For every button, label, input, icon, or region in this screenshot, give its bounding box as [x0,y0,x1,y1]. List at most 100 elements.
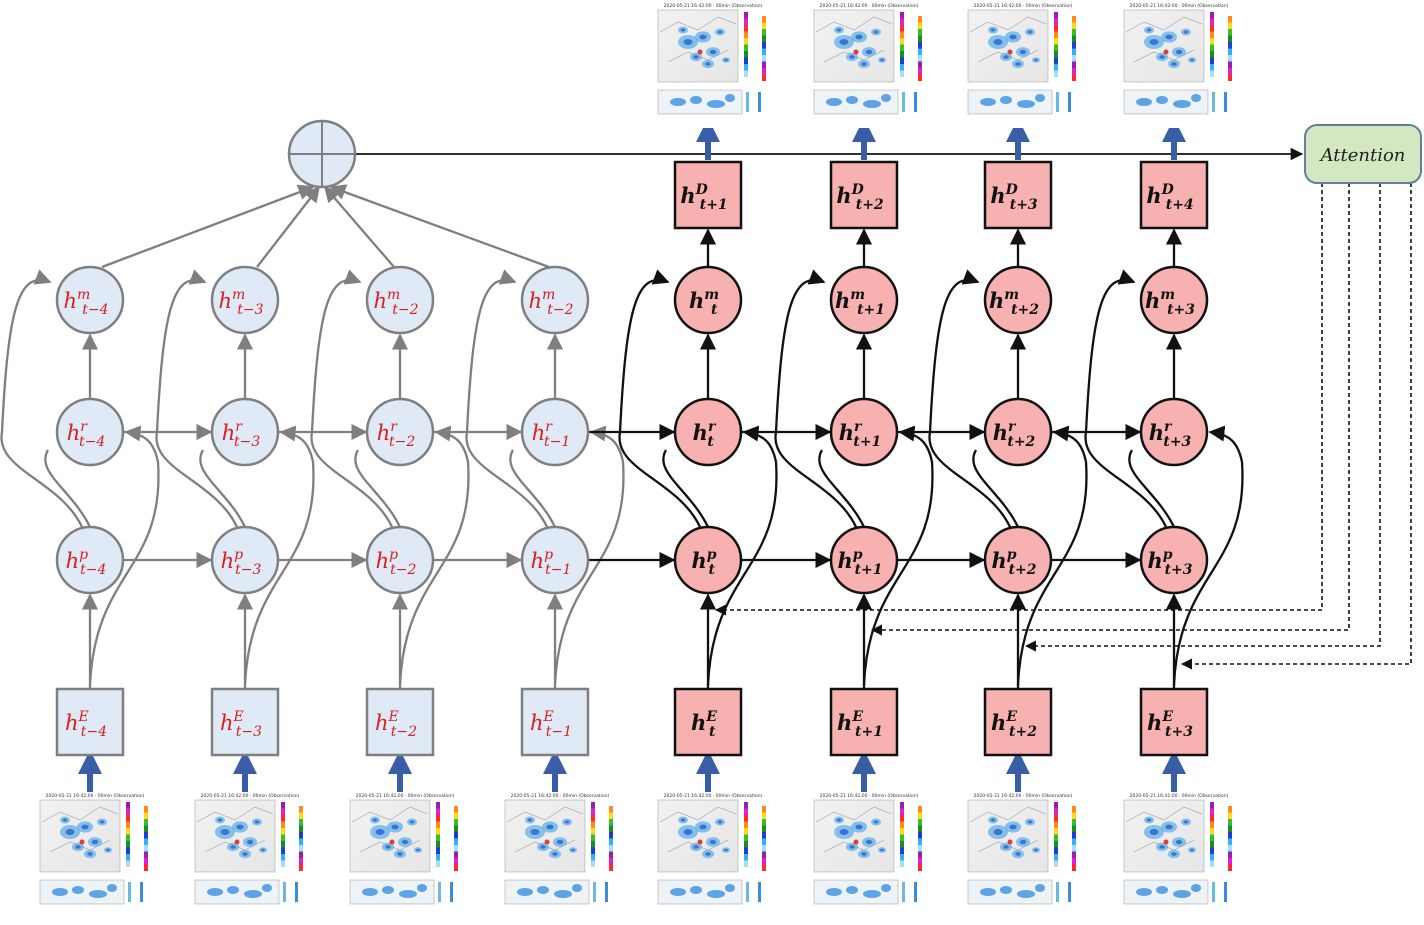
input-radar-image: 2020-05-21 16:42:00 · 00min (Observation… [185,792,323,918]
edge-m-to-sum [101,184,315,269]
future-r-node [1139,397,1209,467]
edge-p-to-r-link [818,449,866,528]
edge-m-to-sum [323,185,395,268]
edge-p-to-r-link [662,449,710,528]
past-r-node [365,397,435,467]
future-m-node [1139,265,1209,335]
output-radar-image: 2020-05-21 16:42:00 · 00min (Observation… [648,2,786,128]
edge-p-to-r-link [972,449,1020,528]
past-p-node [365,525,435,595]
future-r-node [829,397,899,467]
future-encoder-box [829,687,899,757]
future-p-node [1139,525,1209,595]
edges-layer [0,118,1412,795]
svg-text:2020-05-21 16:42:00 · 00min (O: 2020-05-21 16:42:00 · 00min (Observation… [664,3,763,9]
svg-text:2020-05-21 16:42:00 · 00min (O: 2020-05-21 16:42:00 · 00min (Observation… [820,3,919,9]
edge-e-to-r [1172,425,1244,686]
input-radar-image: 2020-05-21 16:42:00 · 00min (Observation… [495,792,633,918]
svg-text:2020-05-21 16:42:00 · 00min (O: 2020-05-21 16:42:00 · 00min (Observation… [356,793,455,799]
svg-text:2020-05-21 16:42:00 · 00min (O: 2020-05-21 16:42:00 · 00min (Observation… [201,793,300,799]
future-decoder-box [1139,160,1209,230]
past-encoder-box [55,687,125,757]
edge-p-to-r-link [44,449,92,528]
output-radar-image: 2020-05-21 16:42:00 · 00min (Observation… [804,2,942,128]
edge-e-to-r [88,425,160,686]
edge-e-to-r [398,425,470,686]
past-p-node [55,525,125,595]
edge-p-to-r-link [1128,449,1176,528]
edge-p-to-m-loop [465,269,549,528]
edge-p-to-m-loop [1084,269,1168,528]
past-encoder-box [210,687,280,757]
input-radar-image: 2020-05-21 16:42:00 · 00min (Observation… [30,792,168,918]
future-decoder-box [983,160,1053,230]
edge-p-to-m-loop [618,269,702,528]
svg-text:2020-05-21 16:42:00 · 00min (O: 2020-05-21 16:42:00 · 00min (Observation… [1130,793,1229,799]
svg-text:2020-05-21 16:42:00 · 00min (O: 2020-05-21 16:42:00 · 00min (Observation… [1130,3,1229,9]
future-p-node [983,525,1053,595]
output-radar-image: 2020-05-21 16:42:00 · 00min (Observation… [958,2,1096,128]
svg-text:2020-05-21 16:42:00 · 00min (O: 2020-05-21 16:42:00 · 00min (Observation… [974,3,1073,9]
edge-e-to-r [243,425,315,686]
future-r-node [983,397,1053,467]
svg-text:2020-05-21 16:42:00 · 00min (O: 2020-05-21 16:42:00 · 00min (Observation… [46,793,145,799]
future-r-node [673,397,743,467]
future-p-node [673,525,743,595]
svg-text:2020-05-21 16:42:00 · 00min (O: 2020-05-21 16:42:00 · 00min (Observation… [974,793,1073,799]
past-m-node [520,265,590,335]
attention-label: Attention [1319,145,1406,166]
past-m-node [210,265,280,335]
edge-e-to-r [1016,425,1088,686]
input-radar-image: 2020-05-21 16:42:00 · 00min (Observation… [648,792,786,918]
edge-e-to-r [862,425,934,686]
edge-m-to-sum [329,184,550,269]
edge-p-to-m-loop [155,269,239,528]
edge-attention-feedback [1024,183,1381,652]
past-encoder-box [365,687,435,757]
edge-e-to-r [553,425,625,686]
attention-node: Attention [1304,124,1422,184]
svg-text:2020-05-21 16:42:00 · 00min (O: 2020-05-21 16:42:00 · 00min (Observation… [820,793,919,799]
input-radar-image: 2020-05-21 16:42:00 · 00min (Observation… [340,792,478,918]
future-m-node [829,265,899,335]
input-radar-image: 2020-05-21 16:42:00 · 00min (Observation… [958,792,1096,918]
svg-text:2020-05-21 16:42:00 · 00min (O: 2020-05-21 16:42:00 · 00min (Observation… [664,793,763,799]
edge-p-to-m-loop [310,269,394,528]
past-r-node [55,397,125,467]
edge-p-to-m-loop [928,269,1012,528]
future-p-node [829,525,899,595]
svg-text:2020-05-21 16:42:00 · 00min (O: 2020-05-21 16:42:00 · 00min (Observation… [511,793,610,799]
future-decoder-box [673,160,743,230]
edge-p-to-m-loop [0,269,84,528]
edge-attention-feedback [1180,183,1412,670]
